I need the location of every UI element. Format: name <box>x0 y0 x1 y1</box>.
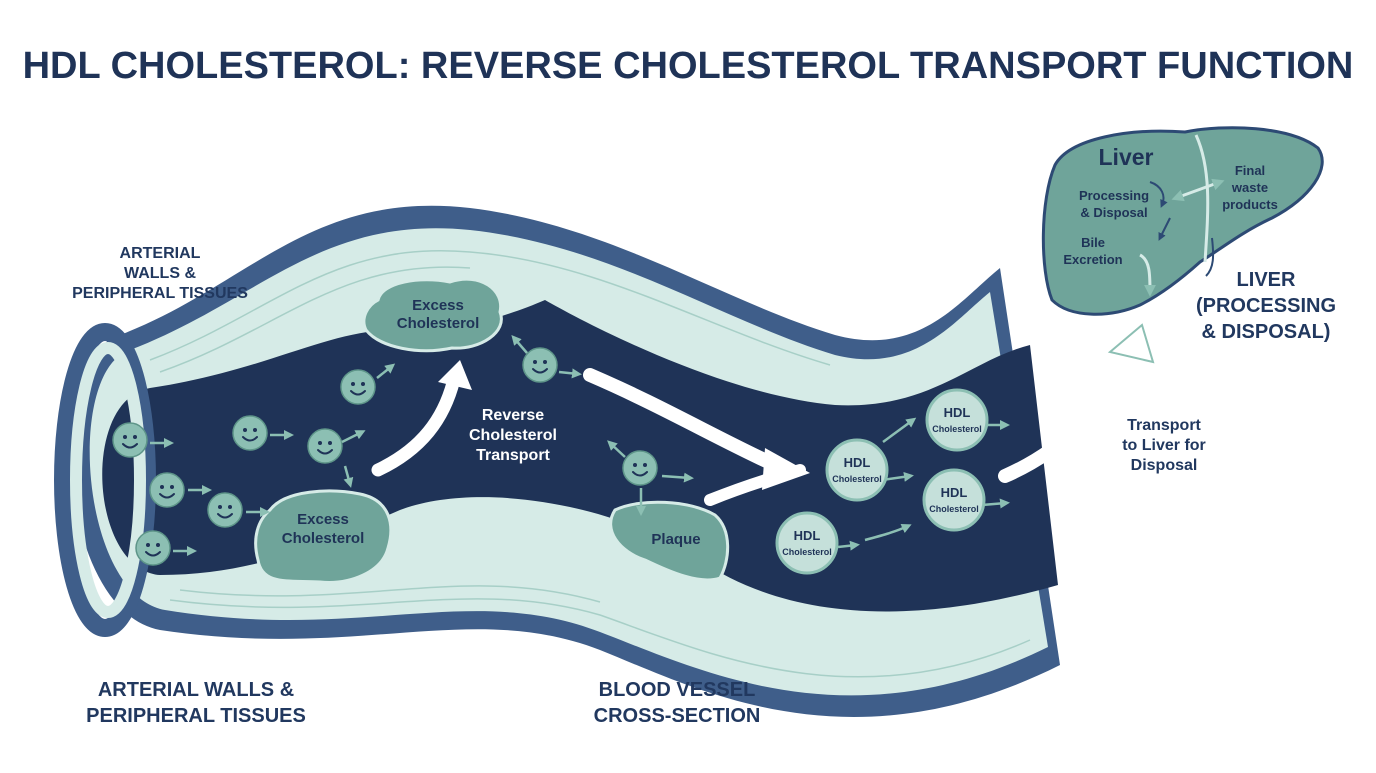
liver-shape <box>1041 126 1324 316</box>
svg-text:Bile: Bile <box>1081 235 1105 250</box>
liver-organ: Liver Processing & Disposal Bile Excreti… <box>1041 126 1324 316</box>
deposit-excess-cholesterol-top: Excess Cholesterol <box>362 277 503 353</box>
svg-text:waste: waste <box>1231 180 1268 195</box>
cholesterol-particle <box>340 369 376 405</box>
arterial-label-top: ARTERIAL WALLS & PERIPHERAL TISSUES <box>72 245 248 302</box>
svg-text:Disposal: Disposal <box>1131 457 1198 474</box>
hdl-sub-label: Cholesterol <box>782 547 832 557</box>
hdl-label: HDL <box>794 528 821 543</box>
arterial-label-bottom: ARTERIAL WALLS & PERIPHERAL TISSUES <box>86 679 306 727</box>
tissue-fibers <box>149 250 1031 678</box>
svg-text:CROSS-SECTION: CROSS-SECTION <box>594 705 761 727</box>
svg-text:ARTERIAL: ARTERIAL <box>120 245 201 262</box>
cholesterol-particle <box>232 415 268 451</box>
plaque-label: Plaque <box>651 531 700 548</box>
hdl-particle: HDL Cholesterol <box>775 511 839 575</box>
liver-flow-arrows <box>1139 178 1225 297</box>
svg-text:Final: Final <box>1235 163 1265 178</box>
svg-text:Excretion: Excretion <box>1063 252 1122 267</box>
hdl-particle: HDL Cholesterol <box>925 388 989 452</box>
cholesterol-particle <box>149 472 185 508</box>
deposit-top-line2: Cholesterol <box>397 315 480 332</box>
vessel-caption: BLOOD VESSEL CROSS-SECTION <box>594 679 761 727</box>
svg-text:WALLS &: WALLS & <box>124 265 196 282</box>
blood-vessel <box>54 205 1060 717</box>
svg-text:LIVER: LIVER <box>1237 269 1296 291</box>
deposit-bottom-line2: Cholesterol <box>282 530 365 547</box>
hdl-label: HDL <box>941 485 968 500</box>
transport-arrows <box>371 323 1155 506</box>
vessel-opening <box>54 323 156 637</box>
svg-text:& DISPOSAL): & DISPOSAL) <box>1202 321 1331 343</box>
cholesterol-particle <box>522 347 558 383</box>
hdl-sub-label: Cholesterol <box>929 504 979 514</box>
svg-text:PERIPHERAL TISSUES: PERIPHERAL TISSUES <box>86 705 306 727</box>
reverse-transport-label: Reverse Cholesterol Transport <box>469 407 557 464</box>
svg-text:(PROCESSING: (PROCESSING <box>1196 295 1336 317</box>
arrow-to-liver <box>998 343 1139 483</box>
arrow-reverse-transport <box>583 368 782 472</box>
liver-ligament <box>1205 237 1215 277</box>
deposit-excess-cholesterol-bottom: Excess Cholesterol <box>254 489 393 584</box>
liver-caption: LIVER (PROCESSING & DISPOSAL) <box>1196 269 1336 343</box>
hdl-label: HDL <box>944 405 971 420</box>
deposit-plaque: Plaque <box>609 500 730 582</box>
transport-to-liver-label: Transport to Liver for Disposal <box>1122 417 1206 474</box>
svg-text:& Disposal: & Disposal <box>1080 205 1147 220</box>
hdl-sub-label: Cholesterol <box>832 474 882 484</box>
svg-text:Reverse: Reverse <box>482 407 544 424</box>
svg-text:to Liver for: to Liver for <box>1122 437 1206 454</box>
svg-text:BLOOD VESSEL: BLOOD VESSEL <box>599 679 756 701</box>
svg-text:PERIPHERAL TISSUES: PERIPHERAL TISSUES <box>72 285 248 302</box>
cholesterol-particle <box>307 428 343 464</box>
svg-text:ARTERIAL WALLS &: ARTERIAL WALLS & <box>98 679 294 701</box>
deposit-bottom-line1: Excess <box>297 511 349 528</box>
arrow-deposit-to-vessel <box>371 368 462 477</box>
cholesterol-particle <box>207 492 243 528</box>
cholesterol-particle <box>135 530 171 566</box>
liver-title: Liver <box>1099 144 1154 170</box>
svg-text:Processing: Processing <box>1079 188 1149 203</box>
deposit-top-line1: Excess <box>412 297 464 314</box>
arrow-plaque-to-hdl <box>704 464 806 506</box>
hdl-particles: HDL Cholesterol HDL Cholesterol HDL Chol… <box>775 388 989 575</box>
svg-text:Transport: Transport <box>476 447 550 464</box>
svg-text:Cholesterol: Cholesterol <box>469 427 557 444</box>
svg-text:products: products <box>1222 197 1278 212</box>
cholesterol-particle <box>112 422 148 458</box>
hdl-particle: HDL Cholesterol <box>825 438 889 502</box>
cholesterol-particle <box>622 450 658 486</box>
svg-text:Transport: Transport <box>1127 417 1201 434</box>
page-title: HDL CHOLESTEROL: REVERSE CHOLESTEROL TRA… <box>23 45 1354 87</box>
hdl-particle: HDL Cholesterol <box>922 468 986 532</box>
hdl-sub-label: Cholesterol <box>932 424 982 434</box>
hdl-label: HDL <box>844 455 871 470</box>
